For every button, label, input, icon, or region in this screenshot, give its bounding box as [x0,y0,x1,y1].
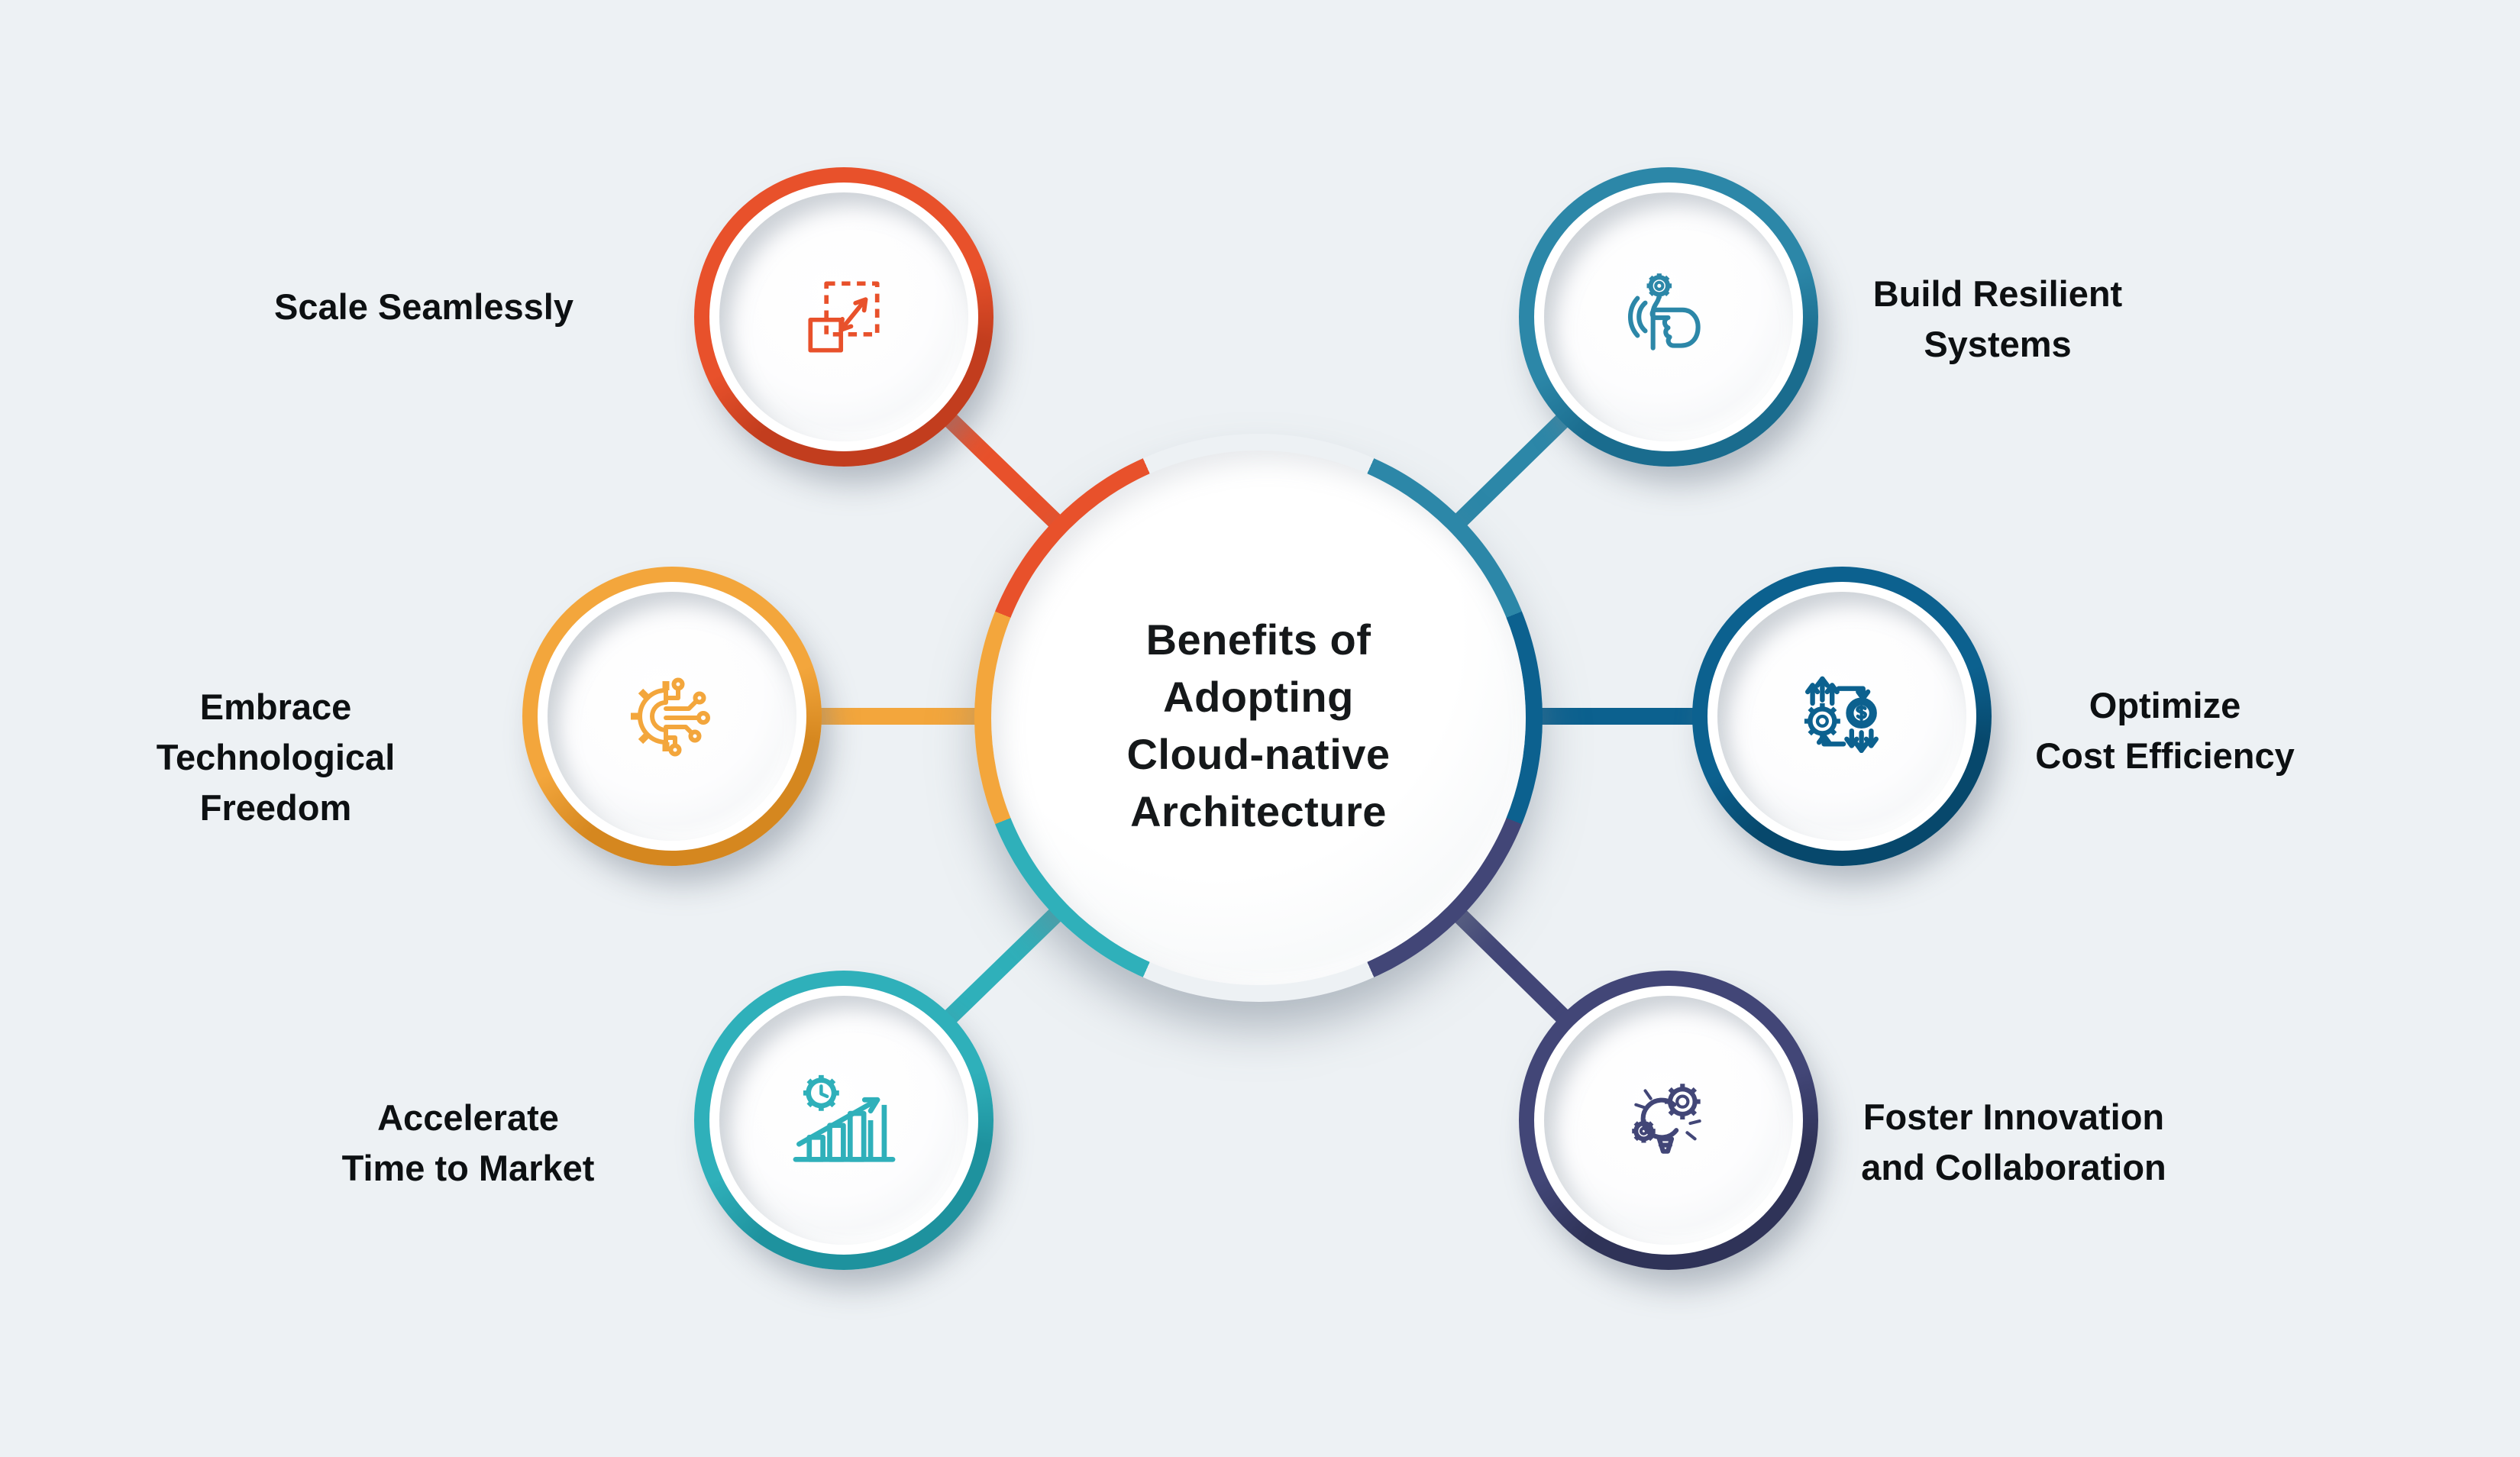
node-inner-circle [1717,592,1966,841]
node-inner-circle [1544,996,1793,1245]
gear-dollar-exchange-icon [1804,676,1879,753]
hub-title: Benefits of Adopting Cloud-native Archit… [1126,611,1390,840]
node-inner-circle [548,592,796,841]
label-line: Foster Innovation [1863,1097,2165,1137]
hub-title-line: Benefits of [1145,615,1371,664]
label-line: Build Resilient [1872,273,2123,314]
label-line: Embrace [199,687,352,727]
node-embrace-technological-freedom [522,567,822,866]
node-accelerate-time-to-market [694,971,993,1270]
central-hub: Benefits of Adopting Cloud-native Archit… [991,451,1526,985]
hub-title-line: Cloud-native [1126,730,1391,778]
hand-gear-icon [1628,273,1701,351]
label-embrace-technological-freedom: Embrace Technological Freedom [157,682,396,833]
label-line: Scale Seamlessly [274,286,573,327]
label-line: Cost Efficiency [2035,735,2295,776]
hub-title-line: Adopting [1163,673,1354,721]
node-inner-circle [1544,192,1793,441]
label-build-resilient-systems: Build Resilient Systems [1873,269,2122,370]
label-line: Freedom [199,787,352,828]
node-inner-circle [719,996,968,1245]
growth-chart-clock-icon [793,1074,895,1162]
node-optimize-cost-efficiency [1692,567,1992,866]
label-line: Time to Market [341,1148,595,1188]
label-optimize-cost-efficiency: Optimize Cost Efficiency [2035,680,2295,781]
label-accelerate-time-to-market: Accelerate Time to Market [342,1093,595,1194]
node-foster-innovation [1519,971,1818,1270]
label-foster-innovation: Foster Innovation and Collaboration [1861,1092,2166,1193]
label-line: and Collaboration [1861,1147,2166,1187]
gear-circuit-icon [631,677,710,757]
hub-title-line: Architecture [1130,787,1387,835]
label-line: Systems [1924,324,2072,364]
node-build-resilient-systems [1519,167,1818,467]
label-line: Optimize [2089,685,2241,725]
label-line: Technological [156,737,396,777]
lightbulb-gears-icon [1632,1084,1701,1154]
resize-expand-icon [808,281,880,353]
label-scale-seamlessly: Scale Seamlessly [274,282,573,332]
node-scale-seamlessly [694,167,993,467]
label-line: Accelerate [377,1097,559,1138]
node-inner-circle [719,192,968,441]
